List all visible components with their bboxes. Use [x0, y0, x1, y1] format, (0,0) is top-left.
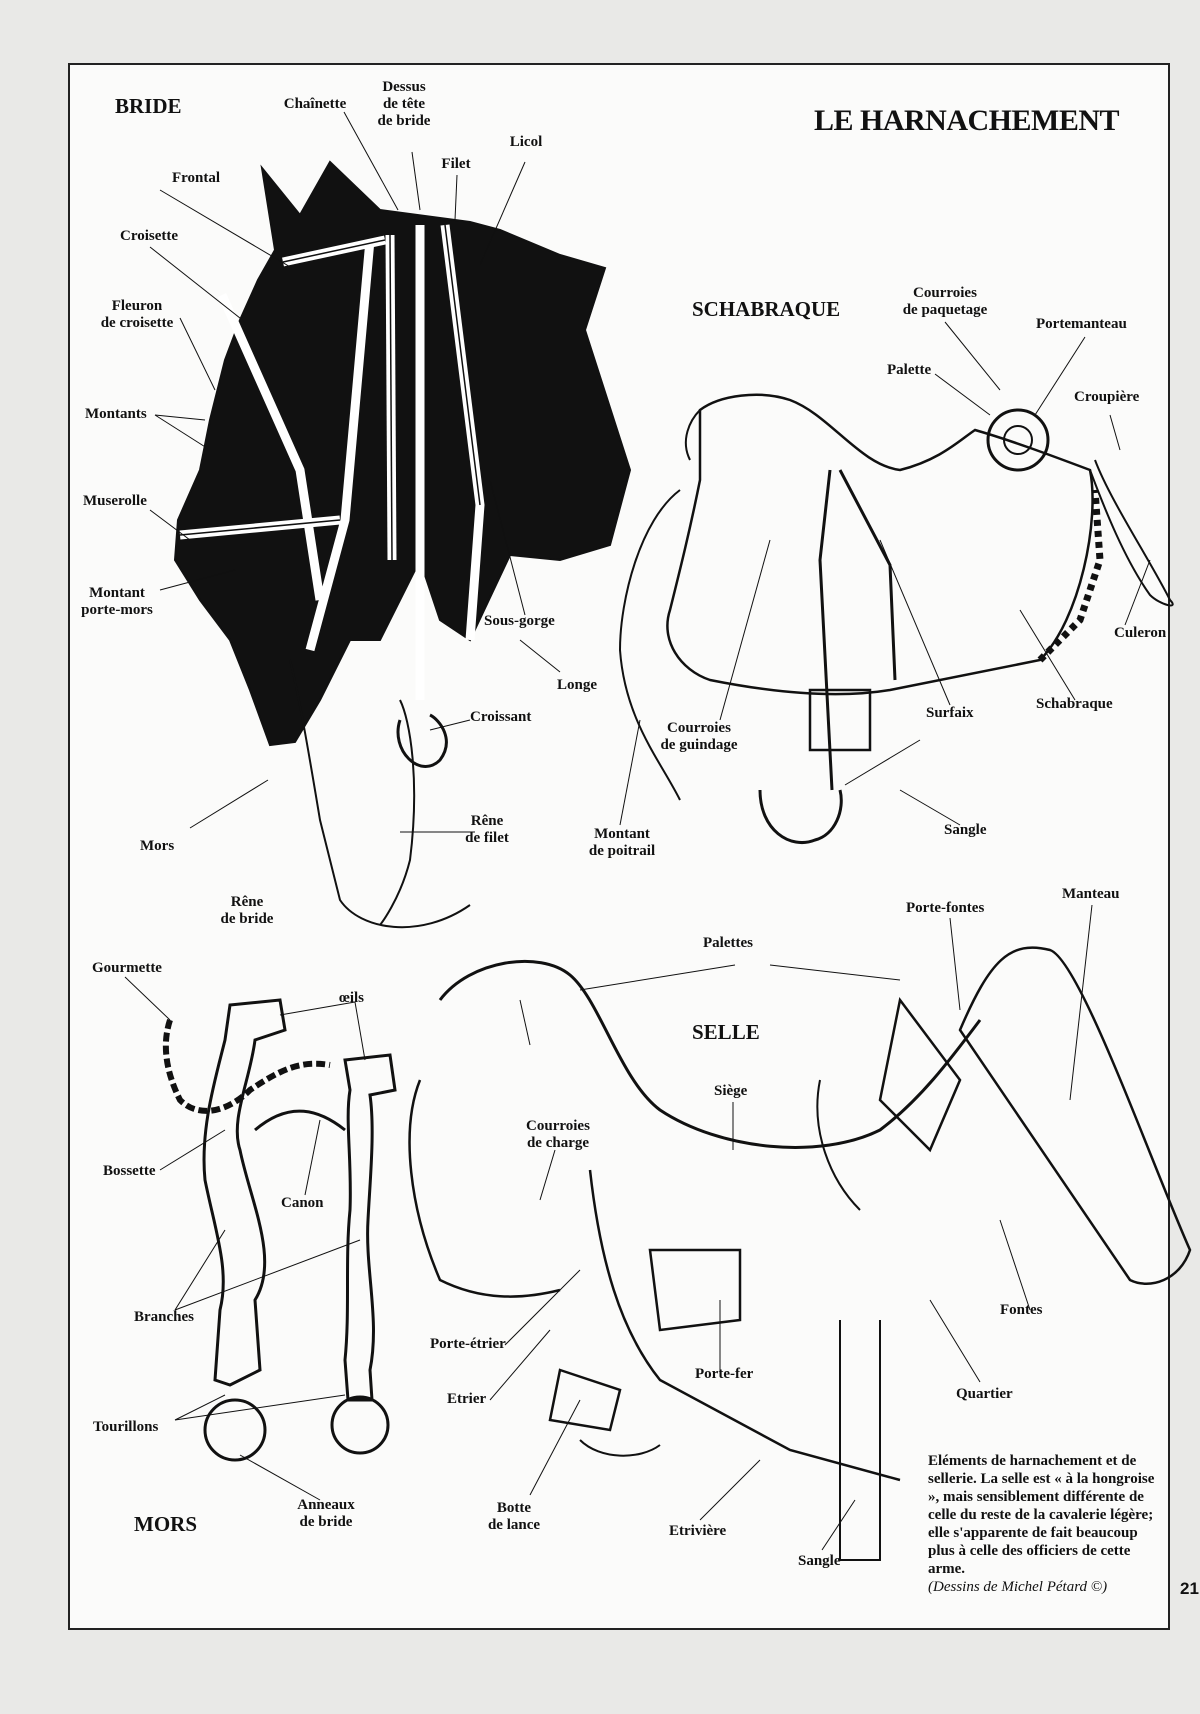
curb-chain — [162, 1019, 331, 1114]
label-sangle-schabraque: Sangle — [944, 822, 987, 838]
label-branches: Branches — [134, 1309, 194, 1325]
label-montants: Montants — [85, 406, 147, 422]
caption: Eléments de harnachement et de sellerie.… — [928, 1452, 1162, 1596]
schabraque-fleece — [666, 393, 1094, 696]
portemanteau-roll — [986, 408, 1050, 472]
label-quartier: Quartier — [956, 1386, 1013, 1402]
label-culeron: Culeron — [1114, 625, 1167, 641]
label-courroies-de-paquetage: Courroies de paquetage — [902, 285, 988, 318]
label-porte-fontes: Porte-fontes — [906, 900, 985, 916]
label-porte-fer: Porte-fer — [695, 1366, 754, 1382]
croissant-ring — [396, 713, 448, 768]
caption-text: Eléments de harnachement et de sellerie.… — [928, 1453, 1155, 1577]
saddle-tree — [438, 959, 982, 1149]
label-rene-de-bride: Rêne de bride — [220, 894, 274, 927]
label-etrier: Etrier — [447, 1391, 487, 1407]
label-siege: Siège — [714, 1083, 748, 1099]
label-croissant: Croissant — [470, 709, 532, 725]
label-sangle-selle: Sangle — [798, 1553, 841, 1569]
bit-curb-ring-left — [203, 1398, 267, 1462]
section-title-mors: MORS — [134, 1512, 197, 1536]
label-croisette: Croisette — [120, 228, 179, 244]
caption-credit: (Dessins de Michel Pétard ©) — [928, 1579, 1108, 1595]
label-fontes: Fontes — [1000, 1302, 1043, 1318]
bit-left-branch — [202, 998, 287, 1387]
label-surfaix: Surfaix — [926, 705, 974, 721]
label-dessus-de-tete: Dessus de tête de bride — [377, 79, 431, 129]
label-mors-bride: Mors — [140, 838, 175, 854]
label-tourillons: Tourillons — [93, 1419, 159, 1435]
label-rene-de-filet: Rêne de filet — [465, 813, 509, 846]
label-filet: Filet — [441, 156, 471, 172]
label-frontal: Frontal — [172, 170, 221, 186]
label-gourmette: Gourmette — [92, 960, 162, 976]
horse-head-silhouette — [173, 160, 632, 747]
label-sous-gorge: Sous-gorge — [484, 613, 555, 629]
label-oeils: œils — [339, 990, 365, 1006]
label-manteau: Manteau — [1062, 886, 1120, 902]
label-licol: Licol — [509, 134, 543, 150]
section-title-bride: BRIDE — [115, 94, 182, 118]
label-portemanteau: Portemanteau — [1036, 316, 1127, 332]
label-palette: Palette — [887, 362, 932, 378]
bit-curb-ring-right — [330, 1395, 390, 1455]
label-porte-etrier: Porte-étrier — [430, 1336, 506, 1352]
label-croupiere: Croupière — [1074, 389, 1140, 405]
label-longe: Longe — [557, 677, 598, 693]
label-botte-de-lance: Botte de lance — [487, 1500, 541, 1533]
page-title: LE HARNACHEMENT — [814, 104, 1120, 137]
bit-right-branch — [343, 1053, 397, 1402]
label-montant-de-poitrail: Montant de poitrail — [588, 826, 656, 859]
label-fleuron-de-croisette: Fleuron de croisette — [100, 298, 174, 331]
section-title-schabraque: SCHABRAQUE — [692, 297, 841, 321]
label-canon: Canon — [281, 1195, 324, 1211]
label-schabraque: Schabraque — [1036, 696, 1113, 712]
label-courroies-de-guindage: Courroies de guindage — [660, 720, 738, 753]
label-montant-porte-mors: Montant porte-mors — [81, 585, 153, 618]
label-muserolle: Muserolle — [83, 493, 147, 509]
label-courroies-de-charge: Courroies de charge — [526, 1118, 590, 1151]
label-chainette: Chaînette — [283, 96, 347, 112]
section-title-selle: SELLE — [692, 1020, 760, 1044]
label-anneaux-de-bride: Anneaux de bride — [297, 1497, 355, 1530]
label-etriviere: Etrivière — [669, 1523, 727, 1539]
page-number: 21 — [1180, 1579, 1199, 1598]
label-palettes: Palettes — [703, 935, 753, 951]
label-bossette: Bossette — [103, 1163, 156, 1179]
